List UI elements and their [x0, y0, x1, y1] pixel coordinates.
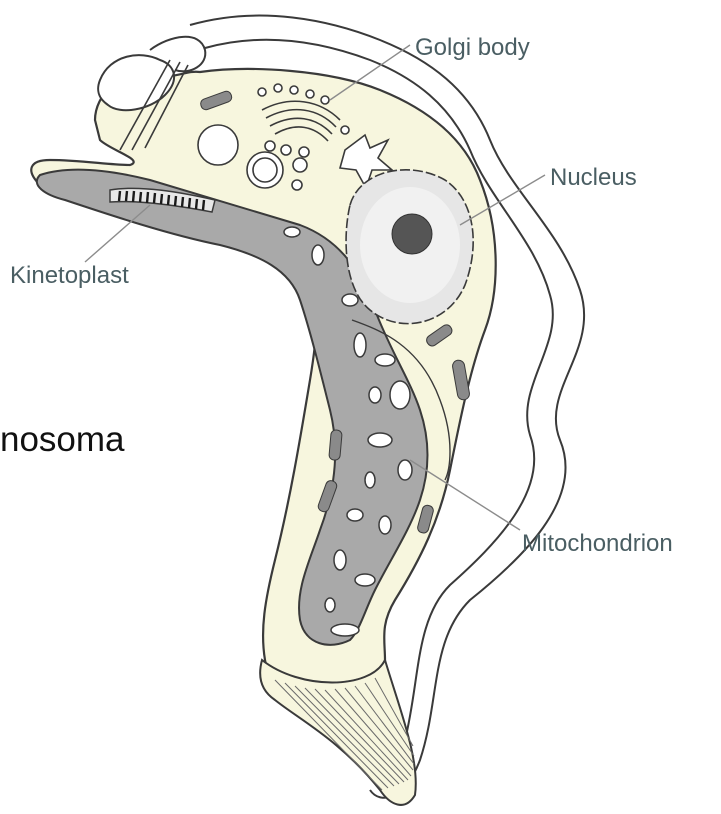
label-kinetoplast: Kinetoplast	[10, 262, 129, 290]
nucleus	[346, 170, 473, 324]
posterior-end	[260, 660, 416, 805]
label-nucleus: Nucleus	[550, 164, 637, 192]
label-mitochondrion: Mitochondrion	[522, 530, 673, 558]
partial-title-text: nosoma	[0, 420, 125, 460]
label-golgi-body: Golgi body	[415, 34, 530, 62]
nucleolus	[392, 214, 432, 254]
